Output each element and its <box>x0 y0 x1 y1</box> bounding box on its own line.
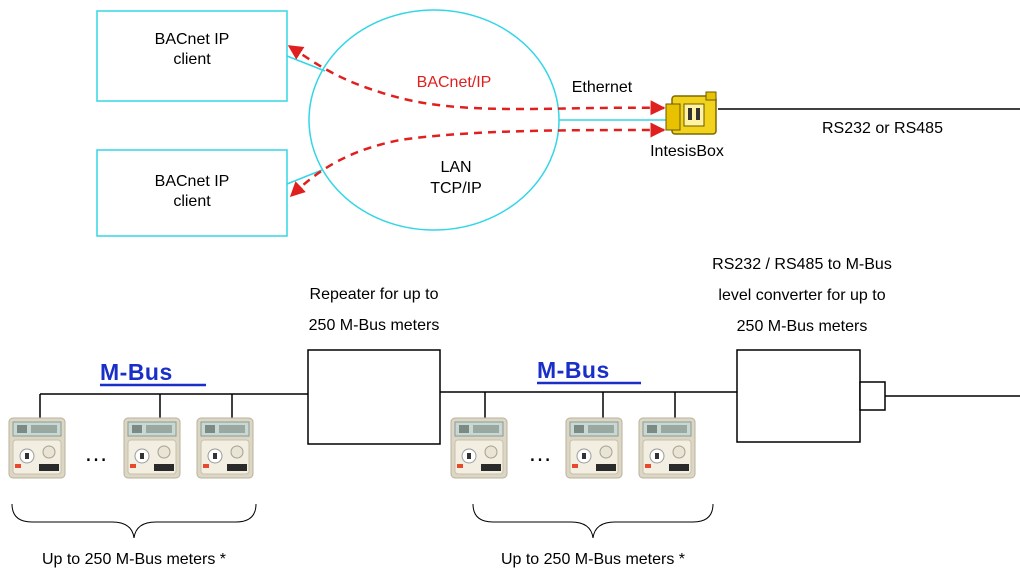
lan-link-client-bottom <box>286 169 323 185</box>
level-converter-box <box>736 349 861 443</box>
mbus-logo-right: M-Bus <box>537 357 641 385</box>
client-top-label-2: client <box>173 51 211 68</box>
repeater-label-2: 250 M-Bus meters <box>309 317 440 334</box>
mbus-meter <box>123 417 181 479</box>
brace-right <box>472 503 714 539</box>
serial-label: RS232 or RS485 <box>822 120 943 137</box>
bacnet-client-bottom <box>96 149 288 237</box>
mbus-logo-left-text: M-Bus <box>100 359 173 385</box>
intesisbox-gateway <box>665 91 717 135</box>
client-bottom-label-1: BACnet IP <box>155 173 230 190</box>
ethernet-label: Ethernet <box>572 79 633 96</box>
lan-label: LAN <box>440 159 471 176</box>
bacnet-arrow-upper <box>287 44 666 116</box>
client-bottom-label-2: client <box>173 193 211 210</box>
bacnet-arrow-lower <box>289 122 666 198</box>
bacnet-ip-label: BACnet/IP <box>417 74 492 91</box>
converter-connector <box>859 381 886 411</box>
repeater-box <box>307 349 441 445</box>
group-label-left: Up to 250 M-Bus meters * <box>42 551 226 568</box>
bacnet-client-top <box>96 10 288 102</box>
group-label-right: Up to 250 M-Bus meters * <box>501 551 685 568</box>
mbus-meter <box>638 417 696 479</box>
ellipsis-left: … <box>84 440 108 467</box>
converter-label-2: level converter for up to <box>718 287 885 304</box>
lan-ellipse <box>308 9 560 231</box>
mbus-logo-right-text: M-Bus <box>537 357 610 383</box>
converter-label-3: 250 M-Bus meters <box>737 318 868 335</box>
intesisbox-label: IntesisBox <box>650 143 724 160</box>
mbus-meter <box>8 417 66 479</box>
tcpip-label: TCP/IP <box>430 180 482 197</box>
ellipsis-right: … <box>528 440 552 467</box>
client-top-label-1: BACnet IP <box>155 31 230 48</box>
mbus-meter <box>565 417 623 479</box>
mbus-meter <box>196 417 254 479</box>
mbus-logo-left: M-Bus <box>100 359 206 387</box>
converter-label-1: RS232 / RS485 to M-Bus <box>712 256 892 273</box>
repeater-label-1: Repeater for up to <box>310 286 439 303</box>
brace-left <box>11 503 257 539</box>
mbus-meter <box>450 417 508 479</box>
